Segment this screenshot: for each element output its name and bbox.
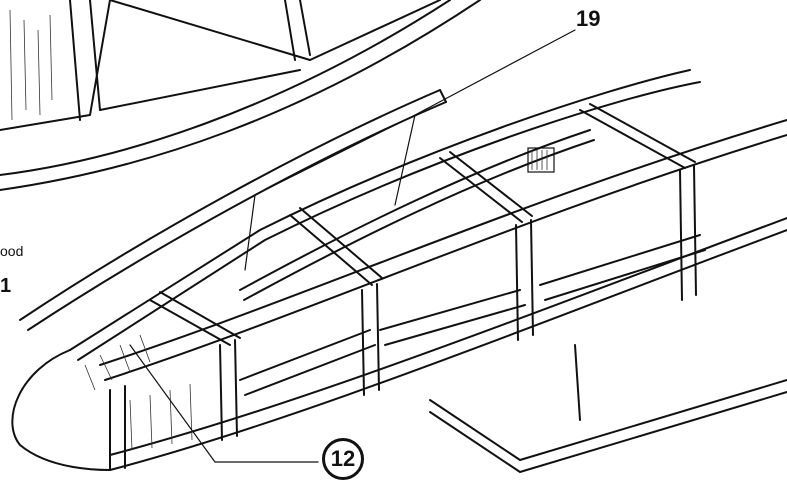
part-label-19: 19 bbox=[576, 6, 601, 31]
leader-lines bbox=[129, 29, 576, 463]
edge-text: ood bbox=[0, 243, 24, 259]
loose-spar bbox=[19, 89, 447, 331]
part-callout-12: 12 bbox=[322, 438, 364, 480]
edge-number: 1 bbox=[0, 275, 12, 297]
wing-body bbox=[11, 69, 787, 473]
upper-frame bbox=[0, 0, 481, 191]
part-label-12: 12 bbox=[330, 446, 356, 471]
